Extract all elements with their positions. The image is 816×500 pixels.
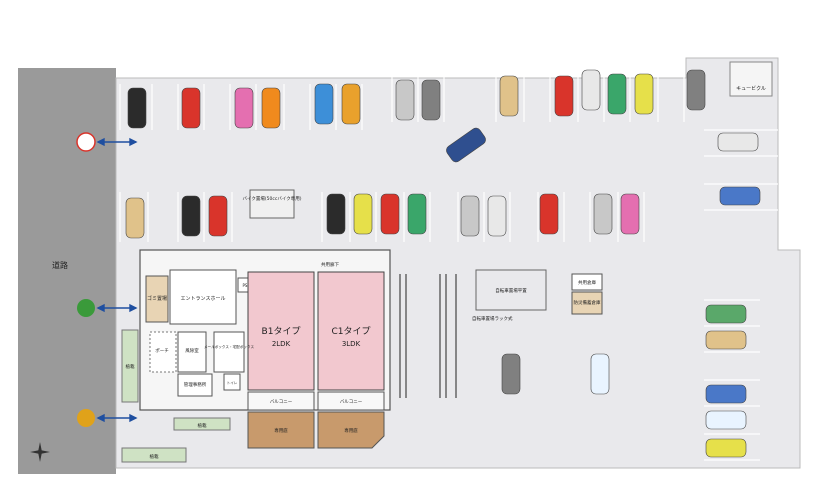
- unit-c1: [317, 271, 385, 391]
- parked-car: [314, 83, 334, 125]
- garbage-room: [145, 275, 169, 323]
- parked-car: [181, 195, 201, 237]
- parked-car: [705, 304, 747, 324]
- entrance-hall-label: エントランスホール: [181, 296, 226, 302]
- balcony-c1-label: バルコニー: [340, 399, 363, 405]
- manager-office: [177, 373, 213, 397]
- ps-label: PS: [243, 283, 248, 288]
- parking-bays-top: [119, 70, 685, 130]
- disaster-storage: [571, 291, 603, 315]
- bicycle-access-icon: [77, 409, 95, 427]
- balcony-b1-label: バルコニー: [270, 399, 293, 405]
- parked-car: [705, 410, 747, 430]
- toilet-label: トイレ: [227, 381, 238, 385]
- planting-lower: [173, 417, 231, 431]
- storage-label: 共用倉庫: [578, 279, 596, 286]
- mailbox-area: [213, 331, 245, 373]
- parked-car: [421, 79, 441, 121]
- parked-car: [208, 195, 228, 237]
- unit-b1-type: B1タイプ: [262, 326, 301, 337]
- bicycle-rack-label: 自転車置場ラック式: [472, 315, 513, 322]
- parked-car: [686, 69, 706, 111]
- cubicle-label: キュービクル: [736, 85, 766, 92]
- private-garden-b1: [247, 411, 315, 449]
- parked-car: [634, 73, 654, 115]
- road: [18, 68, 116, 474]
- entrance-hall: [169, 269, 237, 325]
- parked-car: [717, 132, 759, 152]
- unit-b1-layout: 2LDK: [272, 340, 291, 348]
- planting-bottom-label: 植栽: [150, 453, 159, 460]
- parked-car: [460, 195, 480, 237]
- manager-label: 管理事務所: [184, 381, 207, 388]
- balcony-c1: [317, 391, 385, 411]
- unit-b1: [247, 271, 315, 391]
- parked-car: [326, 193, 346, 235]
- planting-lower-label: 植栽: [198, 422, 207, 429]
- parked-car: [593, 193, 613, 235]
- parked-car: [581, 69, 601, 111]
- bike-storage-label: バイク置場(50ccバイク専用): [242, 195, 301, 202]
- wind-room-label: 風除室: [185, 347, 199, 354]
- parked-car: [539, 193, 559, 235]
- mailbox-label: メールボックス・宅配ボックス: [204, 344, 255, 349]
- parked-car: [719, 186, 761, 206]
- bicycle-flat-area: [475, 269, 547, 311]
- private-garden-c1: [317, 411, 385, 449]
- parked-car: [487, 195, 507, 237]
- parked-car: [501, 353, 521, 395]
- planting-left: [121, 329, 139, 403]
- access-arrows: [96, 137, 138, 423]
- parked-car: [705, 330, 747, 350]
- garbage-label: ゴミ置場: [147, 295, 167, 302]
- bicycle-rack-area: [399, 274, 457, 398]
- cubicle: [729, 61, 773, 97]
- toilet: [223, 373, 241, 391]
- parked-car: [620, 193, 640, 235]
- car-access-icon: [76, 132, 96, 152]
- parked-car: [353, 193, 373, 235]
- parked-car: [261, 87, 281, 129]
- parking-bays-right: [704, 129, 778, 461]
- parked-car: [125, 197, 145, 239]
- garden-c1-label: 専用庭: [344, 427, 358, 434]
- parked-car: [127, 87, 147, 129]
- parked-car: [341, 83, 361, 125]
- shared-storage: [571, 273, 603, 291]
- parked-car: [554, 75, 574, 117]
- parked-car: [380, 193, 400, 235]
- balcony-b1: [247, 391, 315, 411]
- porch: [149, 331, 177, 373]
- wind-room: [177, 331, 207, 373]
- parked-cars: [125, 69, 761, 458]
- disaster-storage-label: 防災備蓄倉庫: [574, 299, 601, 306]
- unit-c1-type: C1タイプ: [331, 326, 370, 337]
- garden-b1-label: 専用庭: [274, 427, 288, 434]
- moving-car: [446, 127, 486, 163]
- planting-bottom: [121, 447, 187, 463]
- corridor-label: 共用廊下: [321, 261, 339, 268]
- parking-bays-middle: [119, 192, 645, 242]
- parked-car: [234, 87, 254, 129]
- parked-car: [705, 438, 747, 458]
- parked-car: [407, 193, 427, 235]
- unit-c1-layout: 3LDK: [342, 340, 361, 348]
- pedestrian-access-icon: [77, 299, 95, 317]
- road-label: 道路: [52, 260, 68, 270]
- parked-car: [395, 79, 415, 121]
- planting-left-label: 植栽: [126, 363, 135, 370]
- parked-car: [590, 353, 610, 395]
- parked-car: [607, 73, 627, 115]
- bicycle-flat-label: 自転車置場平置: [495, 287, 527, 294]
- porch-label: ポーチ: [155, 347, 169, 354]
- parked-car: [181, 87, 201, 129]
- compass-icon: [30, 442, 50, 462]
- parked-car: [705, 384, 747, 404]
- parked-car: [499, 75, 519, 117]
- bike-storage-area: [249, 189, 295, 219]
